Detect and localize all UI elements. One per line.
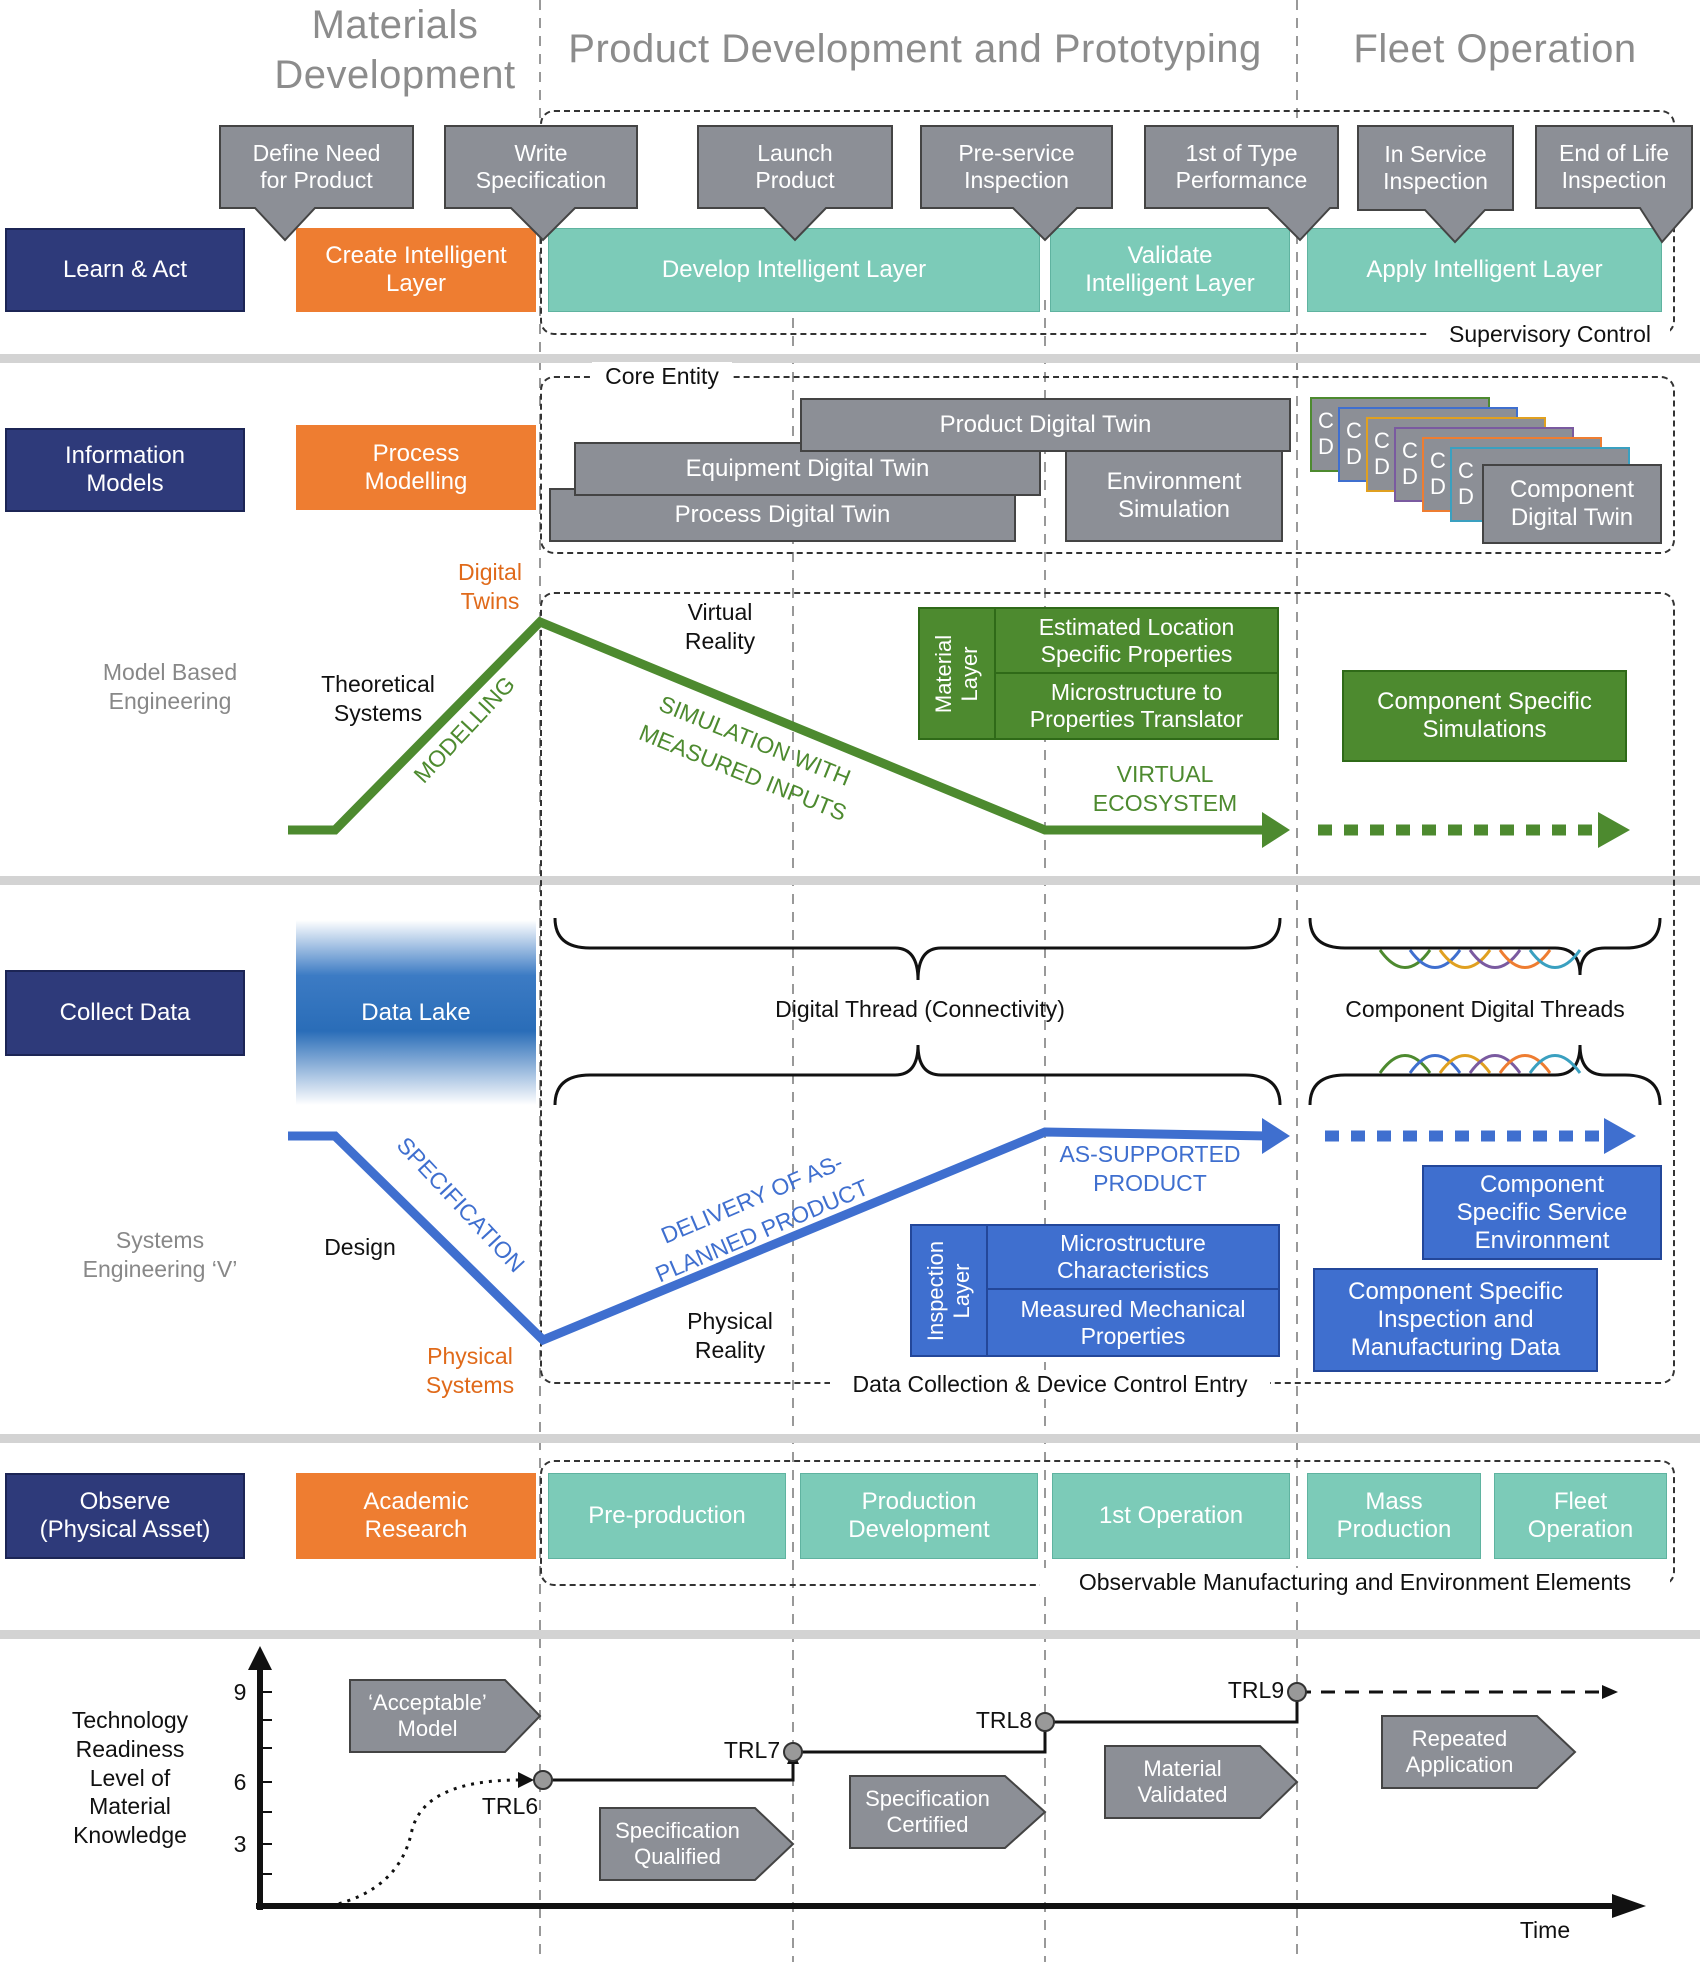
- header-fleet: Fleet Operation: [1353, 27, 1637, 71]
- milestone-write-spec: [444, 125, 638, 242]
- modelling-label: MODELLING: [408, 671, 519, 788]
- virtual-ecosystem-label: VIRTUAL ECOSYSTEM: [1092, 761, 1238, 816]
- process-modelling: Process Modelling: [296, 425, 536, 510]
- design-label: Design: [324, 1234, 396, 1260]
- virtual-reality-label: Virtual Reality: [684, 599, 756, 654]
- mbe-label: Model Based Engineering: [102, 659, 238, 714]
- apply-intelligent-layer: Apply Intelligent Layer: [1307, 228, 1662, 312]
- validate-intelligent-layer: Validate Intelligent Layer: [1050, 228, 1290, 312]
- create-intelligent-layer: Create Intelligent Layer: [296, 228, 536, 312]
- material-validated-callout: Material Validated: [1137, 1756, 1228, 1807]
- header-materials: Materials Development: [274, 3, 516, 97]
- milestone-label: End of Life Inspection: [1559, 140, 1669, 193]
- trl9-label: TRL9: [1227, 1677, 1285, 1703]
- band-separator: [0, 354, 1700, 363]
- as-supported-label: AS-SUPPORTED PRODUCT: [1059, 1141, 1241, 1196]
- product-digital-twin: Product Digital Twin: [800, 398, 1291, 452]
- band-separator: [0, 876, 1700, 885]
- develop-intelligent-layer: Develop Intelligent Layer: [548, 228, 1040, 312]
- milestone-define-need: [219, 125, 414, 242]
- material-layer-label: Material Layer: [920, 609, 996, 738]
- header-product: Product Development and Prototyping: [568, 27, 1262, 71]
- estimated-properties: Estimated Location Specific Properties: [996, 609, 1277, 674]
- milestone-label: Pre-service Inspection: [958, 140, 1075, 193]
- physical-reality-label: Physical Reality: [687, 1308, 773, 1363]
- digital-twins-label: Digital Twins: [458, 559, 522, 614]
- mass-production: Mass Production: [1307, 1473, 1481, 1559]
- row-label-learn: Learn & Act: [5, 228, 245, 312]
- trl-xlabel: Time: [1519, 1917, 1571, 1943]
- milestone-in-service: [1357, 125, 1514, 244]
- production-development: Production Development: [800, 1473, 1038, 1559]
- spec-certified-callout: Specification Certified: [865, 1786, 990, 1837]
- trl-ylabel: Technology Readiness Level of Material K…: [71, 1707, 189, 1848]
- microstructure-translator: Microstructure to Properties Translator: [1029, 679, 1244, 732]
- milestone-callouts: [219, 125, 1693, 244]
- trl6-label: TRL6: [481, 1793, 539, 1819]
- milestone-label: 1st of Type Performance: [1175, 140, 1308, 193]
- milestone-end-of-life: [1535, 125, 1693, 244]
- band-separator: [0, 1630, 1700, 1639]
- measured-mechanical-properties: Measured Mechanical Properties: [1020, 1295, 1246, 1349]
- milestone-label: Write Specification: [475, 140, 607, 193]
- trl-tick-3: 3: [233, 1831, 247, 1857]
- milestone-first-type: [1144, 125, 1339, 242]
- inspection-layer-block: [910, 1224, 1280, 1357]
- spec-qualified-callout: Specification Qualified: [615, 1818, 740, 1869]
- core-entity-label: Core Entity: [592, 362, 732, 391]
- trl8-label: TRL8: [975, 1707, 1033, 1733]
- trl-chart: [248, 1646, 1646, 1918]
- trl-tick-9: 9: [233, 1679, 247, 1705]
- component-service-environment: Component Specific Service Environment: [1422, 1165, 1662, 1260]
- data-lake: Data Lake: [296, 920, 536, 1105]
- core-entity-frame: [540, 376, 1675, 554]
- trl7-label: TRL7: [723, 1737, 781, 1763]
- sev-label: Systems Engineering ‘V’: [82, 1227, 238, 1282]
- row-label-info: Information Models: [5, 428, 245, 512]
- data-collection-label: Data Collection & Device Control Entry: [830, 1370, 1270, 1399]
- supervisory-control-label: Supervisory Control: [1430, 320, 1670, 349]
- milestone-label: Define Need for Product: [252, 140, 381, 193]
- digital-thread-label: Digital Thread (Connectivity): [775, 996, 1065, 1022]
- fleet-operation: Fleet Operation: [1494, 1473, 1667, 1559]
- component-specific-simulations: Component Specific Simulations: [1342, 670, 1627, 762]
- milestone-label: Launch Product: [755, 140, 835, 193]
- first-operation: 1st Operation: [1052, 1473, 1290, 1559]
- observable-label: Observable Manufacturing and Environment…: [1040, 1568, 1670, 1597]
- academic-research: Academic Research: [296, 1473, 536, 1559]
- component-threads-label: Component Digital Threads: [1345, 996, 1625, 1022]
- milestone-label: In Service Inspection: [1383, 141, 1488, 194]
- environment-simulation: Environment Simulation: [1065, 450, 1283, 542]
- microstructure-characteristics: Microstructure Characteristics: [988, 1226, 1278, 1290]
- theoretical-systems-label: Theoretical Systems: [321, 671, 435, 726]
- row-label-collect: Collect Data: [5, 970, 245, 1056]
- process-digital-twin: Process Digital Twin: [549, 488, 1016, 542]
- physical-systems-label: Physical Systems: [425, 1343, 515, 1398]
- repeated-application-callout: Repeated Application: [1405, 1726, 1514, 1777]
- component-digital-twin: Component Digital Twin: [1482, 464, 1662, 544]
- component-inspection-data: Component Specific Inspection and Manufa…: [1313, 1268, 1598, 1372]
- pre-production: Pre-production: [548, 1473, 786, 1559]
- row-label-observe: Observe (Physical Asset): [5, 1473, 245, 1559]
- inspection-layer-label: Inspection Layer: [912, 1226, 988, 1355]
- band-separator: [0, 1434, 1700, 1443]
- trl-tick-6: 6: [233, 1769, 247, 1795]
- milestone-launch: [697, 125, 893, 242]
- milestone-preservice: [920, 125, 1113, 242]
- acceptable-model-callout: ‘Acceptable’ Model: [368, 1690, 487, 1741]
